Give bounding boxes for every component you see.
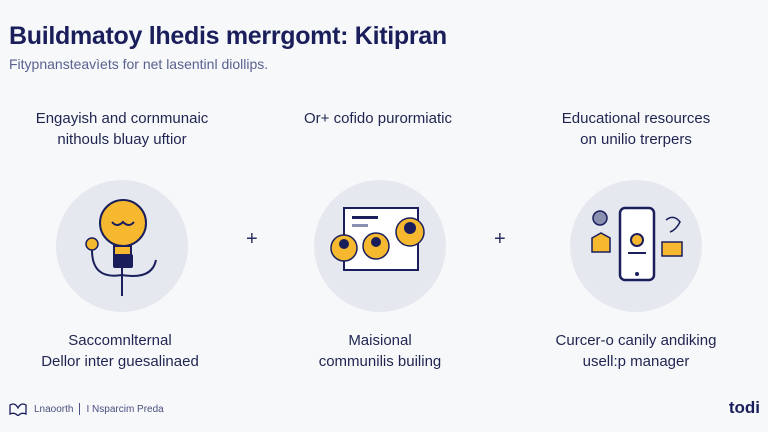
heading-line: Or+ cofido purormiatic [304,110,452,127]
logo-icon [9,403,27,416]
footer: Lnaoorth I Nsparcim Preda [8,402,164,416]
mobile-resources-icon [570,180,702,312]
caption-line: Maisional [348,332,412,349]
footer-left-text: Lnaoorth [34,403,74,415]
column-1-heading: Engayish and cornmunaic nithouls bluay uf… [12,108,232,150]
page-title: Buildmatoy lhedis merrgomt: Kitipran [9,22,447,50]
caption-line: Curcer-o canily andiking [555,332,717,349]
column-2-caption: Maisional communilis builing [260,330,500,372]
connector-plus: + [494,228,506,250]
heading-line: Educational resources [561,110,711,127]
page-subtitle: Fitypnansteavìets for net lasentinl diol… [9,56,269,72]
column-3-heading: Educational resources on unilio trerpers [526,108,746,150]
caption-line: usell:p manager [582,353,690,370]
caption-line: Saccomnlternal [68,332,172,349]
heading-line: on unilio trerpers [580,131,692,148]
divider [79,403,81,415]
lightbulb-icon [56,180,188,312]
people-board-icon [314,180,446,312]
column-3-caption: Curcer-o canily andiking usell:p manager [516,330,756,372]
heading-line: nithouls bluay uftior [57,131,187,148]
column-2-heading: Or+ cofido purormiatic [268,108,488,129]
heading-line: Engayish and cornmunaic [35,110,209,127]
connector-plus: + [246,228,258,250]
footer-right-text: I Nsparcim Preda [86,403,164,415]
brand-logo: todi [728,398,760,417]
caption-line: Dellor inter guesalinaed [41,353,199,370]
caption-line: communilis builing [318,353,442,370]
